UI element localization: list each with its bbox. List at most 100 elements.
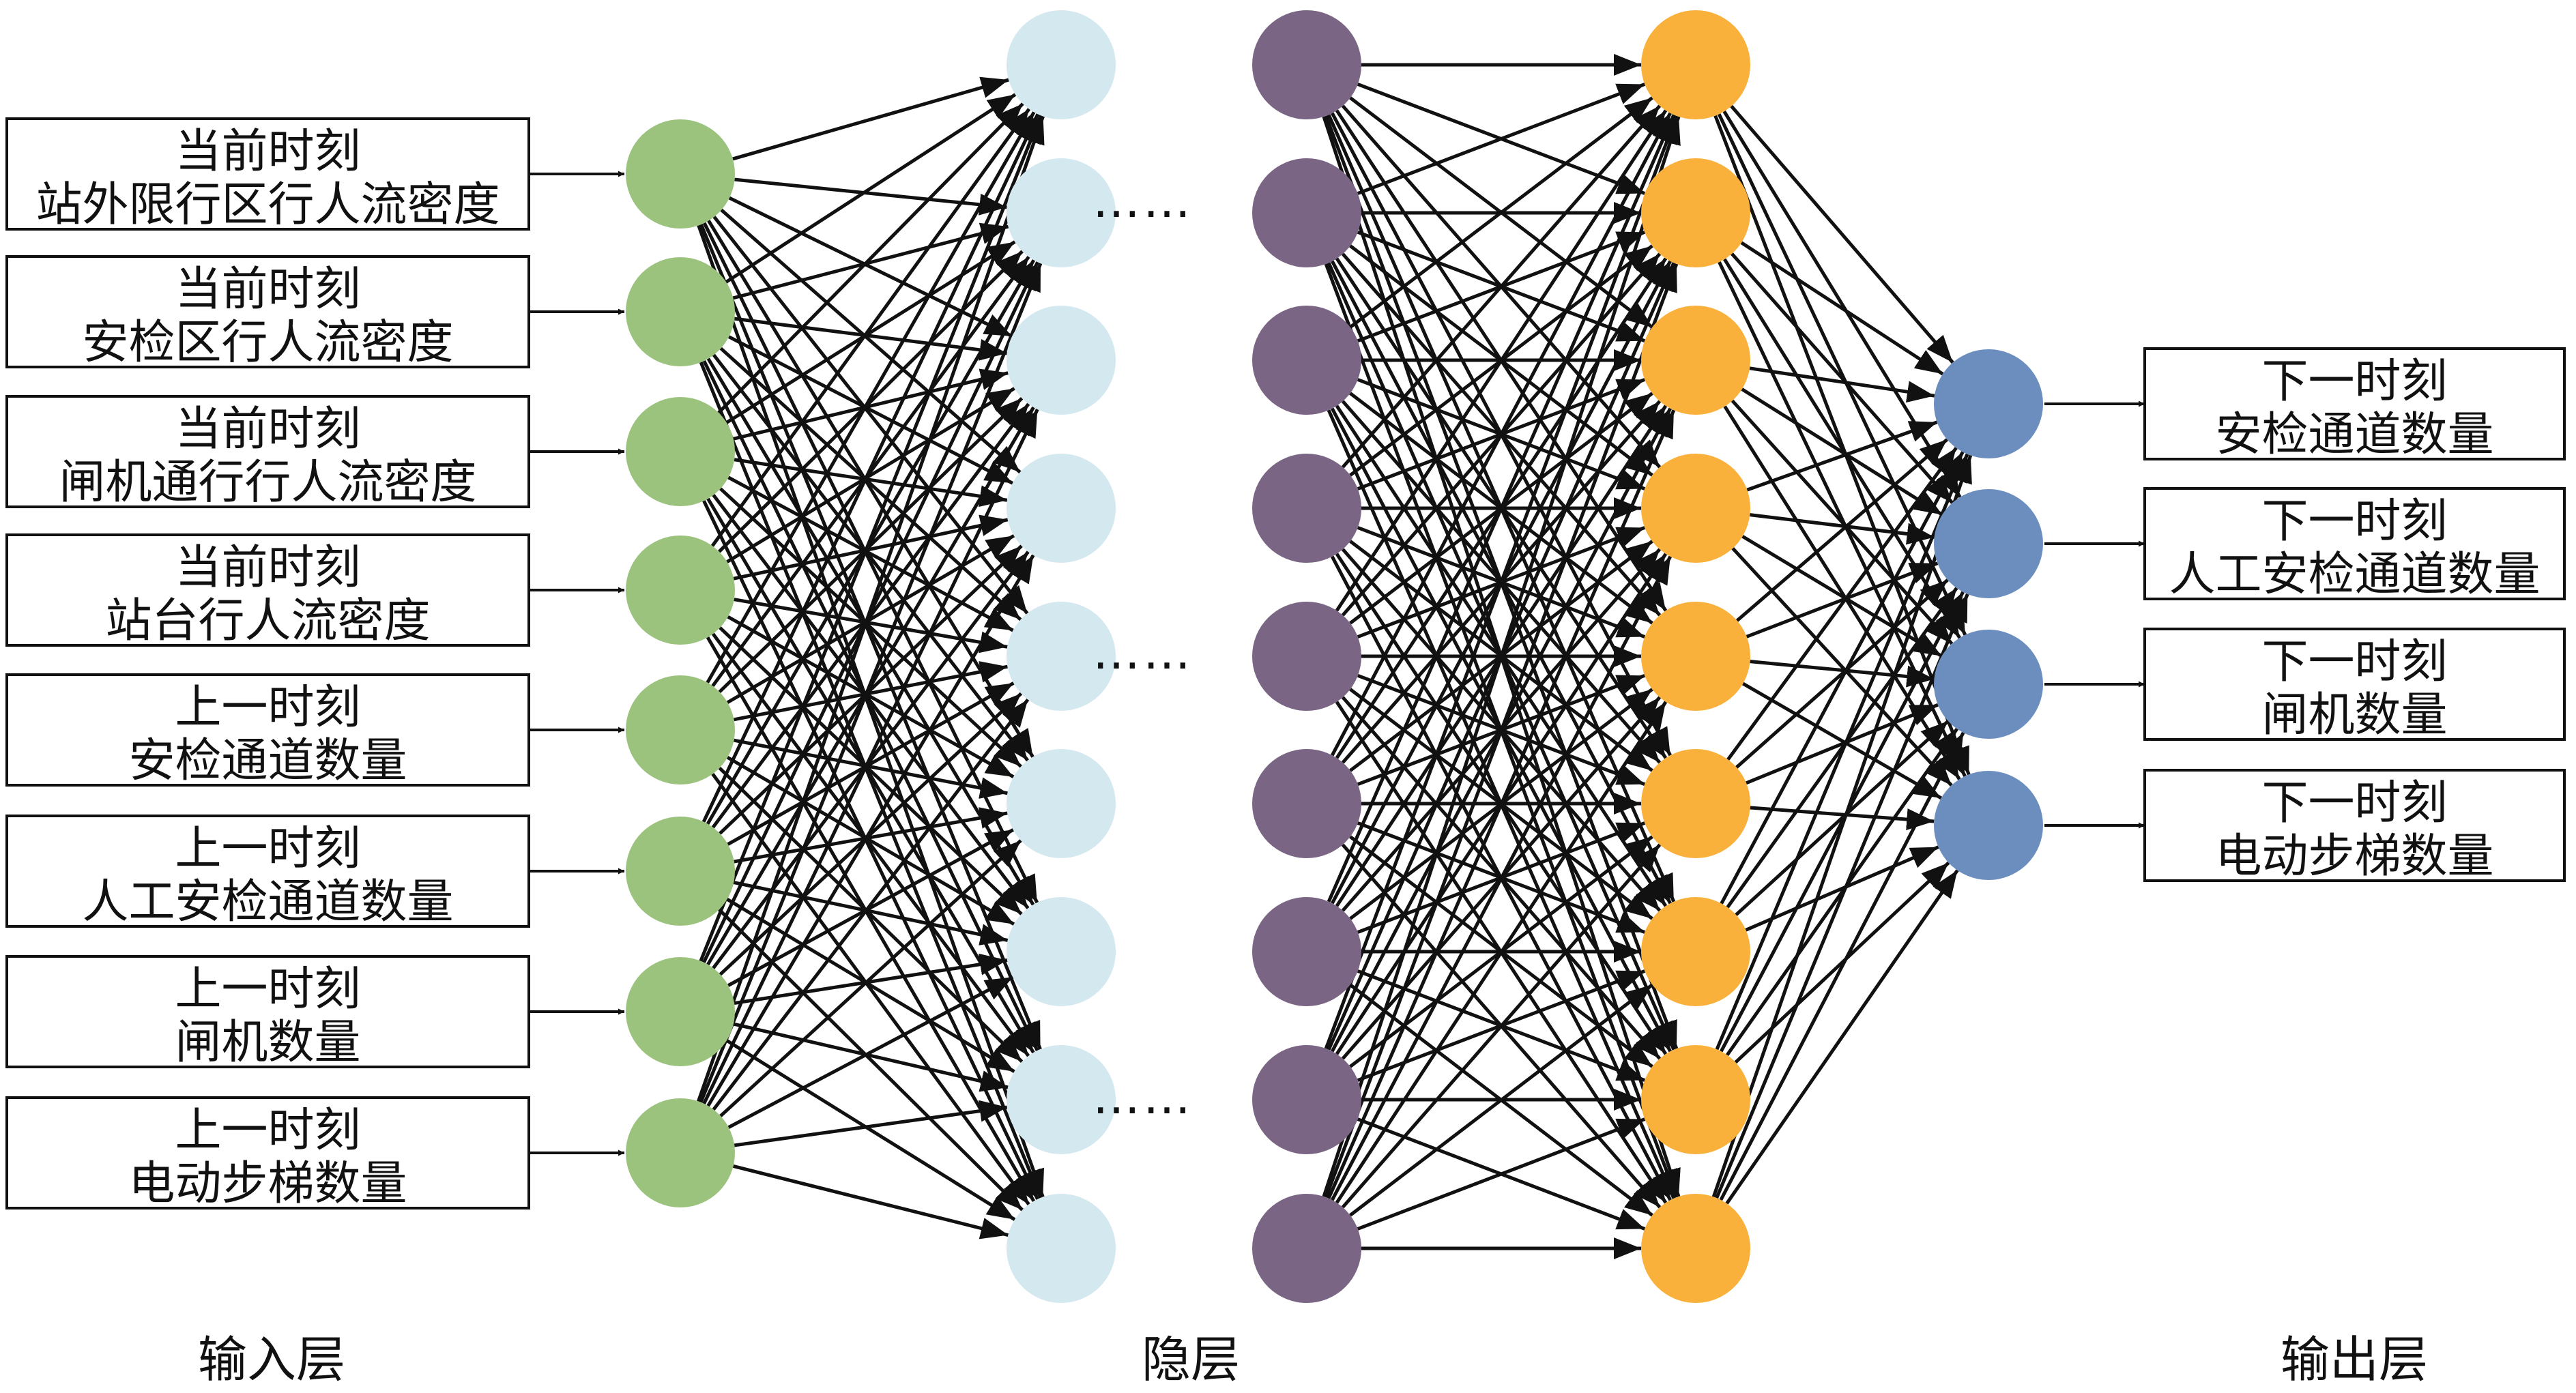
hidden-output-edge-5-3 — [1750, 806, 1935, 831]
hidden-hidden-edge-8-0 — [1322, 116, 1681, 1197]
connection-edges — [697, 54, 1973, 1259]
input-hidden-edge-1-0 — [725, 93, 1017, 284]
hidden-hidden-edge-3-0 — [1341, 104, 1662, 469]
hidden-output-edge-2-0 — [1749, 366, 1935, 403]
input-label-line2: 安检区行人流密度 — [82, 316, 453, 370]
input-hidden-edge-5-8 — [718, 908, 1024, 1212]
input-hidden-edge-3-8 — [706, 636, 1036, 1202]
hidden-ellipsis-bottom: …… — [1092, 1069, 1193, 1125]
input-hidden-edge-4-7 — [718, 766, 1024, 1064]
input-hidden-edge-6-6 — [734, 953, 1008, 1006]
hidden-output-edge-8-3 — [1725, 869, 1959, 1205]
hidden-output-edge-1-3 — [1718, 261, 1967, 777]
hidden-hidden-edge-8-7 — [1357, 1117, 1646, 1231]
hidden-layer-label: 隐层 — [1142, 1331, 1240, 1388]
hidden-first-node-1 — [1007, 10, 1116, 119]
hidden-output-edge-6-2 — [1735, 720, 1950, 916]
input-hidden-edge-0-4 — [712, 216, 1029, 615]
input-box-frame — [5, 1096, 530, 1209]
network-nodes — [626, 10, 2043, 1303]
input-box-frame — [5, 673, 530, 787]
output-node-2 — [1934, 489, 2043, 598]
input-hidden-edge-5-7 — [726, 898, 1015, 1073]
input-hidden-edge-4-3 — [726, 534, 1015, 704]
hidden-first-node-7 — [1007, 897, 1116, 1006]
hidden-output-edge-4-0 — [1735, 438, 1949, 622]
hidden-hidden-edge-8-5 — [1341, 843, 1662, 1209]
input-node-1 — [626, 119, 735, 229]
hidden-hidden-edge-8-3 — [1330, 555, 1673, 1201]
hidden-hidden-edge-8-6 — [1349, 983, 1653, 1217]
hidden-middle-node-6 — [1252, 749, 1361, 858]
input-hidden-edge-0-2 — [728, 196, 1013, 338]
output-label-line2: 人工安检通道数量 — [2169, 548, 2540, 602]
hidden-hidden-edge-7-0 — [1324, 115, 1679, 1049]
hidden-output-edge-5-2 — [1746, 703, 1939, 785]
input-box-frame — [5, 395, 530, 508]
output-label-line2: 闸机数量 — [2261, 688, 2447, 742]
hidden-output-edge-8-0 — [1711, 454, 1973, 1198]
input-hidden-edge-3-2 — [726, 387, 1015, 563]
hidden-middle-node-2 — [1252, 158, 1361, 267]
hidden-middle-node-1 — [1252, 10, 1361, 119]
input-box-frame — [5, 255, 530, 368]
hidden-output-edge-0-0 — [1730, 104, 1954, 364]
input-label-line2: 闸机通行行人流密度 — [59, 456, 476, 510]
hidden-output-edge-4-3 — [1742, 681, 1942, 800]
output-label-line1: 下一时刻 — [2261, 495, 2447, 548]
input-label-line1: 上一时刻 — [175, 963, 360, 1016]
hidden-first-node-2 — [1007, 158, 1116, 267]
hidden-output-edge-4-1 — [1746, 561, 1939, 639]
hidden-last-node-5 — [1641, 602, 1750, 711]
hidden-output-edge-3-2 — [1741, 535, 1943, 658]
output-label-line2: 电动步梯数量 — [2215, 830, 2493, 883]
input-hidden-edge-3-7 — [711, 632, 1030, 1057]
input-box-frame — [5, 533, 530, 647]
output-box-frame — [2143, 628, 2566, 741]
hidden-last-node-3 — [1641, 306, 1750, 415]
output-layer-label: 输出层 — [2281, 1331, 2428, 1388]
hidden-last-node-1 — [1641, 10, 1750, 119]
output-label-line1: 下一时刻 — [2261, 355, 2447, 409]
input-hidden-edge-7-8 — [732, 1164, 1009, 1240]
input-hidden-edge-7-1 — [699, 263, 1043, 1103]
input-label-line1: 当前时刻 — [175, 125, 360, 179]
input-label-line2: 人工安检通道数量 — [82, 875, 453, 929]
output-box-frame — [2143, 347, 2566, 460]
input-hidden-edge-0-0 — [732, 76, 1009, 161]
output-node-4 — [1934, 771, 2043, 880]
hidden-output-edge-5-0 — [1726, 447, 1958, 761]
input-hidden-edge-7-3 — [706, 554, 1035, 1107]
hidden-first-node-8 — [1007, 1045, 1116, 1154]
input-label-line2: 站台行人流密度 — [105, 594, 430, 648]
input-hidden-edge-7-7 — [734, 1100, 1008, 1147]
input-label-line1: 上一时刻 — [175, 681, 360, 735]
input-box-frame — [5, 117, 530, 231]
input-hidden-edge-3-6 — [719, 626, 1023, 915]
input-hidden-edge-2-6 — [712, 494, 1030, 909]
hidden-output-edge-8-1 — [1715, 593, 1969, 1199]
input-hidden-edge-5-6 — [733, 881, 1009, 945]
output-label-line1: 下一时刻 — [2261, 635, 2447, 689]
input-label-line2: 安检通道数量 — [128, 734, 407, 788]
input-node-5 — [626, 675, 735, 785]
input-label-line1: 当前时刻 — [175, 263, 360, 317]
hidden-middle-node-5 — [1252, 602, 1361, 711]
hidden-first-node-5 — [1007, 602, 1116, 711]
input-hidden-edge-6-7 — [733, 1022, 1009, 1092]
hidden-output-edge-5-1 — [1735, 578, 1949, 769]
hidden-output-edge-1-2 — [1723, 258, 1961, 639]
output-node-1 — [1934, 349, 2043, 458]
input-node-7 — [626, 957, 735, 1066]
hidden-output-edge-2-2 — [1731, 399, 1954, 645]
